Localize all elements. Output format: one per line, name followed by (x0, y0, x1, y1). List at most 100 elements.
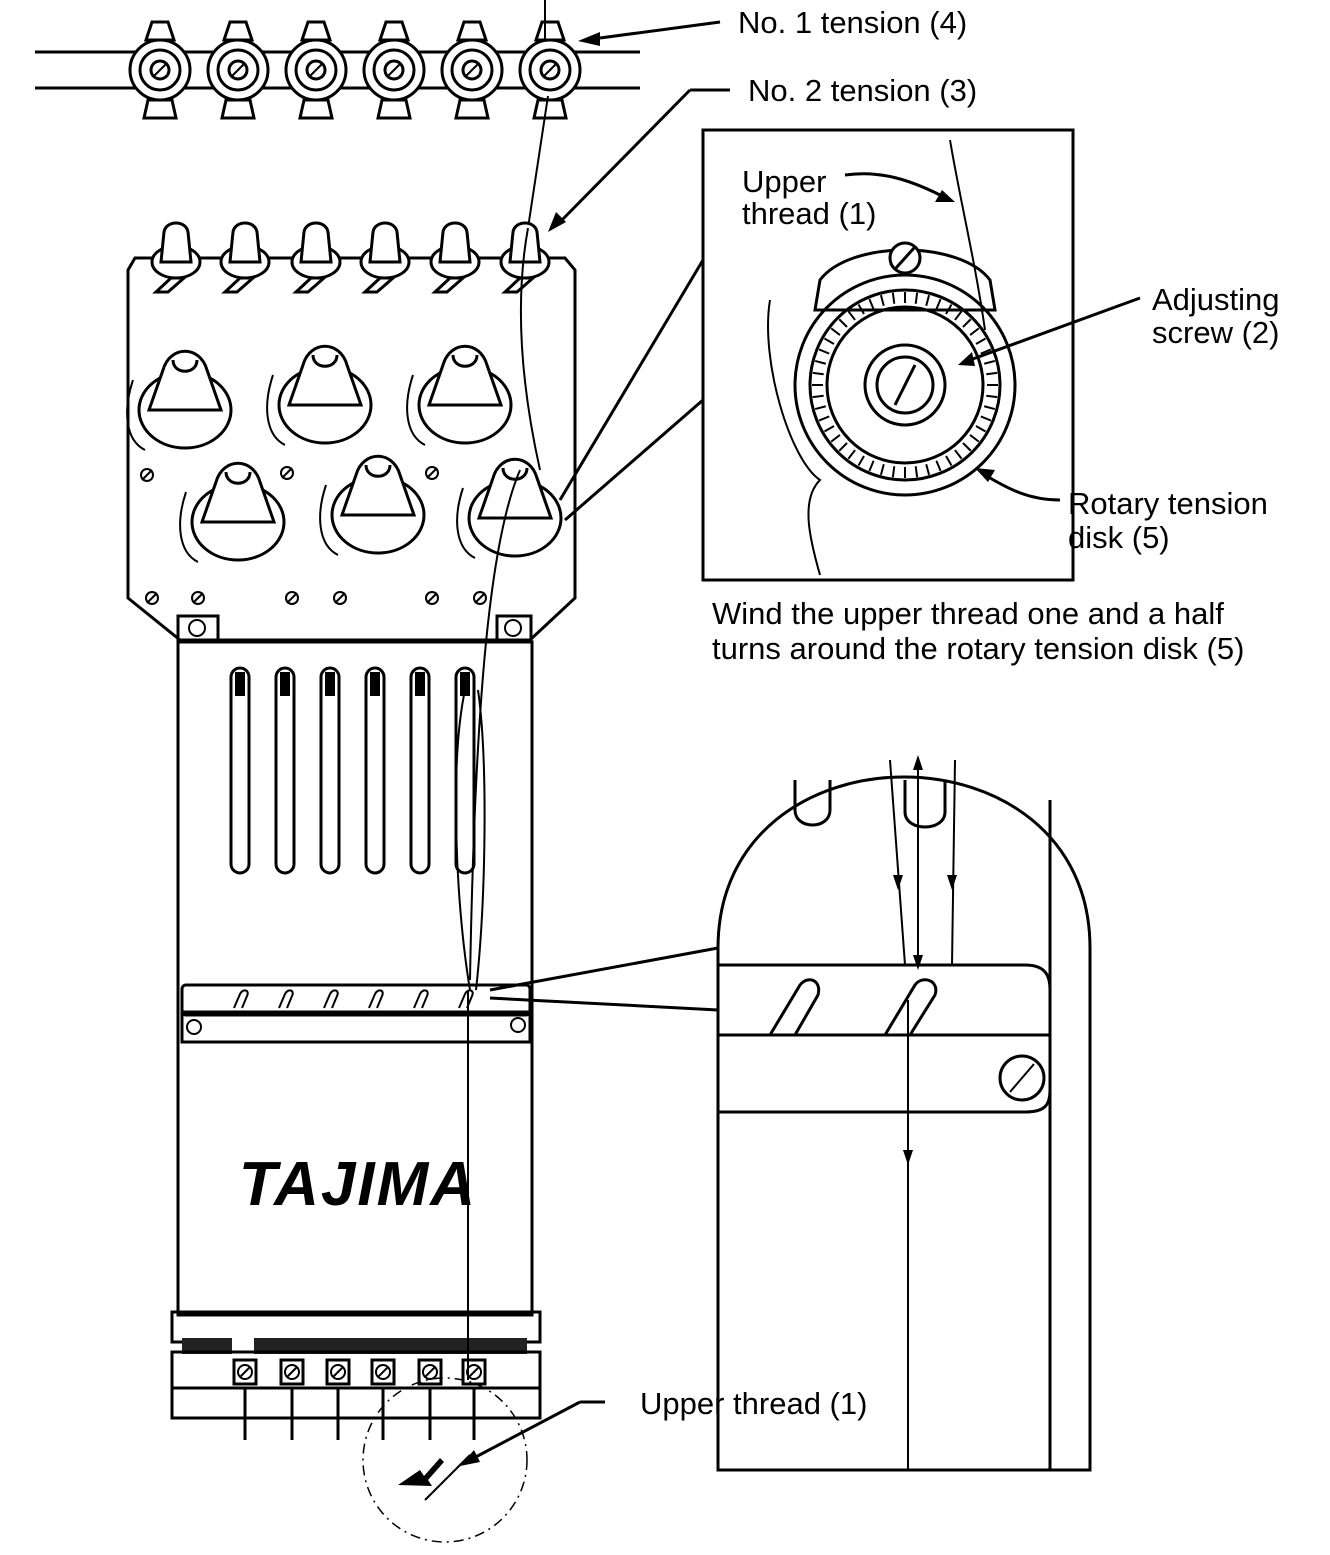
plate-screw (191, 591, 205, 605)
no1-tension-knob (518, 20, 582, 120)
rotary-tension-disk (126, 349, 233, 451)
disk-tick (818, 348, 830, 355)
plate-screw (140, 468, 154, 482)
no2-tension-knob (429, 221, 481, 294)
disk-tick (868, 460, 875, 472)
no2-tension-knob (150, 221, 202, 294)
disk-tick (891, 466, 896, 478)
thread-guide-hook (233, 989, 249, 1009)
disk-tick (830, 434, 841, 443)
disk-tick (857, 303, 865, 315)
disk-tick (925, 463, 931, 476)
needle-bar-slot (319, 666, 341, 875)
disk-ticks (812, 292, 998, 478)
disk-tick (945, 455, 953, 467)
needle-clamp (461, 1358, 487, 1440)
magnifier-circle (362, 1377, 528, 1543)
label-no2-tension: No. 2 tension (3) (748, 73, 977, 108)
label-adjusting-screw-l1: Adjusting (1152, 282, 1280, 317)
thread-guide-hook (368, 989, 384, 1009)
disk-tick (818, 415, 830, 422)
disk-tick (986, 371, 998, 376)
disk-tick (975, 337, 987, 345)
disk-tick (823, 425, 835, 433)
no1-tension-rail (35, 20, 640, 120)
label-upper-thread-bottom: Upper thread (1) (640, 1386, 867, 1421)
no2-tension-knob (219, 221, 271, 294)
no1-tension-knob (284, 20, 348, 120)
rotary-tension-disk (456, 457, 563, 559)
disk-tick (847, 449, 856, 460)
disk-tick (891, 292, 896, 304)
label-no1-tension: No. 1 tension (4) (738, 5, 967, 40)
label-rotary-disk-l2: disk (5) (1068, 520, 1170, 555)
disk-tick (830, 327, 841, 336)
no1-tension-knob (440, 20, 504, 120)
brand-logo: TAJIMA (239, 1150, 477, 1219)
disk-tick (980, 415, 992, 422)
label-adjusting-screw-l2: screw (2) (1152, 315, 1279, 350)
disk-tick (935, 460, 942, 472)
disk-tick (980, 348, 992, 355)
disk-tick (945, 303, 953, 315)
label-upper-thread-l2: thread (1) (742, 196, 876, 231)
disk-tick (914, 292, 919, 304)
needle-clamp (232, 1358, 258, 1440)
thread-line-to-no2 (527, 95, 549, 229)
disk-tick (983, 359, 996, 365)
disk-tick (969, 327, 980, 336)
plate-screw (285, 591, 299, 605)
thread-guide-hook (323, 989, 339, 1009)
disk-tick (962, 318, 972, 328)
no2-tension-knob (359, 221, 411, 294)
needle-bar-slot (409, 666, 431, 875)
disk-tick (975, 425, 987, 433)
needle-bar-slot (274, 666, 296, 875)
disk-tick (954, 310, 963, 321)
disk-tick (814, 405, 827, 411)
label-upper-thread-l1: Upper (742, 164, 826, 199)
rotary-tension-disk (266, 344, 373, 446)
no1-tension-knob (128, 20, 192, 120)
disk-tick (914, 466, 919, 478)
machine-head (126, 256, 577, 1543)
plate-screw (280, 466, 294, 480)
thread-guide-hooks (233, 989, 474, 1009)
disk-tick (814, 359, 827, 365)
disk-tick (857, 455, 865, 467)
disk-tick (954, 449, 963, 460)
disk-tick (879, 294, 885, 307)
no2-tension-knob (499, 221, 551, 294)
needle-clamp (325, 1358, 351, 1440)
disk-tick (847, 310, 856, 321)
no1-tension-knob (206, 20, 270, 120)
leader-lines (460, 20, 1141, 1466)
rotary-tension-disk (406, 344, 513, 446)
plate-screw (425, 466, 439, 480)
disk-tick (838, 318, 848, 328)
disk-tick (812, 394, 824, 399)
instruction-line-1: Wind the upper thread one and a half (712, 596, 1224, 631)
rotary-tension-disk (179, 461, 286, 563)
plate-screw (425, 591, 439, 605)
disk-tick (812, 371, 824, 376)
disk-tick (962, 442, 972, 452)
plate-screw (145, 591, 159, 605)
rotary-tension-inset (558, 128, 1075, 582)
needle-clamp (417, 1358, 443, 1440)
needle-bar-slot (364, 666, 386, 875)
disk-tick (935, 298, 942, 310)
disk-tick (823, 337, 835, 345)
instruction-line-2: turns around the rotary tension disk (5) (712, 631, 1244, 666)
needle-clamps (232, 1358, 487, 1440)
rotary-tension-disk (319, 454, 426, 556)
disk-tick (838, 442, 848, 452)
needle-bar-slot (454, 666, 476, 875)
disk-tick (879, 463, 885, 476)
thread-guide-hook (278, 989, 294, 1009)
disk-tick (925, 294, 931, 307)
plate-screw (333, 591, 347, 605)
no1-tension-knobs (128, 20, 582, 120)
plate-screw (473, 591, 487, 605)
